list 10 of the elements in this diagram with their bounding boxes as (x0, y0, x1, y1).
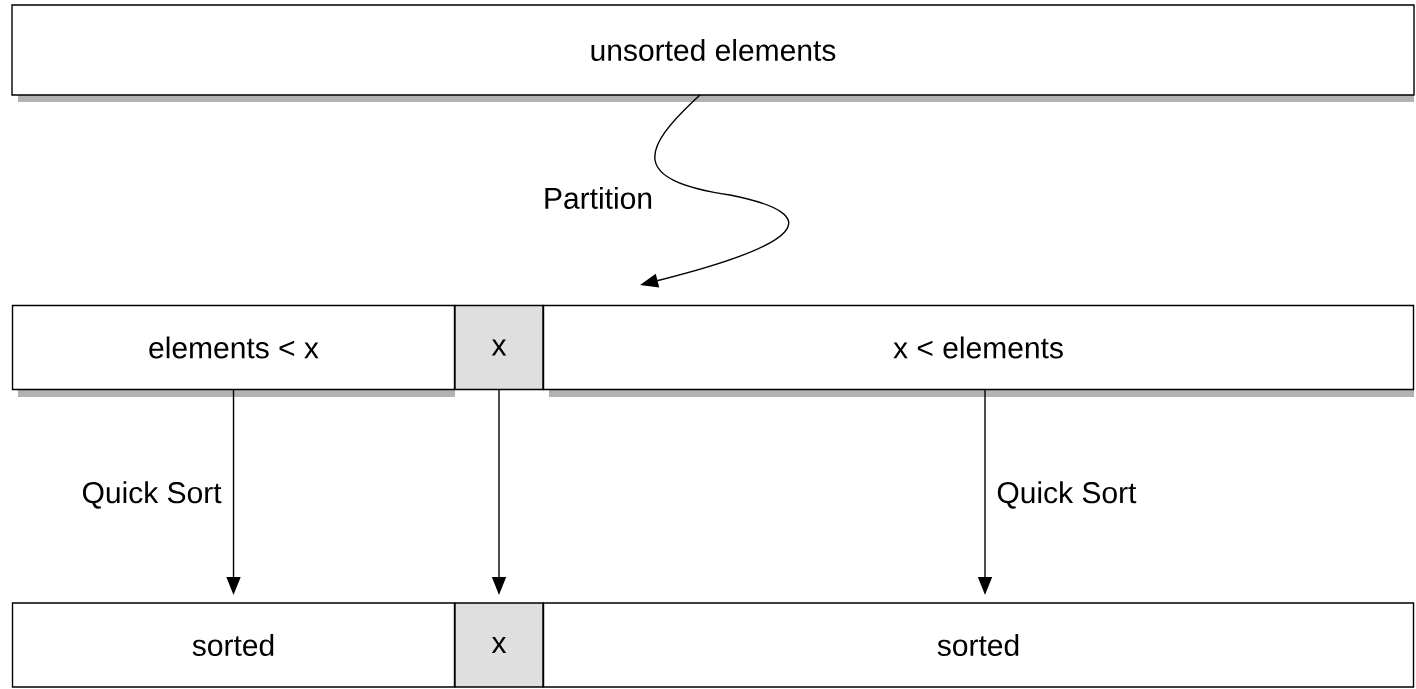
edge-label: Partition (541, 185, 656, 211)
pivot-cell: x (454, 602, 544, 688)
edge-label: Quick Sort (994, 479, 1139, 511)
partition-box: elements < x (11, 304, 456, 397)
list-box: unsorted elements (11, 4, 1415, 102)
result-box: sorted (542, 602, 1415, 688)
partition-box: x < elements (542, 304, 1415, 397)
edge-label: Quick Sort (79, 479, 224, 511)
result-box: sorted (11, 602, 456, 688)
pivot-cell: x (454, 304, 544, 391)
